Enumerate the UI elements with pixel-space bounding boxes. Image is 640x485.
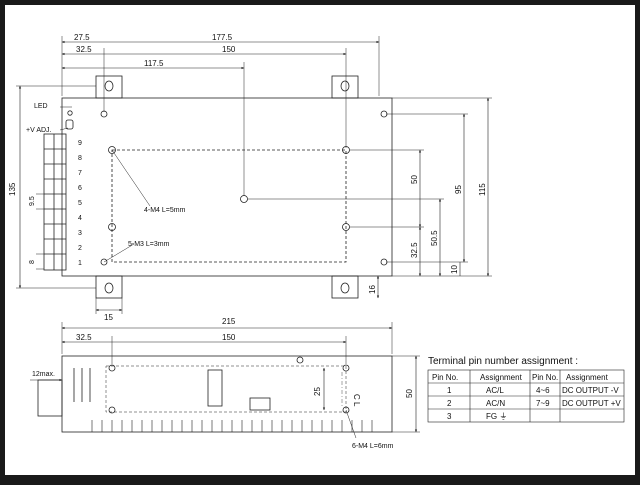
centerline-mark: C L <box>352 394 361 407</box>
terminal-number: 4 <box>78 215 82 222</box>
dim-117-5: 117.5 <box>144 59 164 68</box>
table-cell: AC/L <box>486 386 504 395</box>
terminal-number: 6 <box>78 185 82 192</box>
table-cell: 7~9 <box>536 399 550 408</box>
vadj-label: +V ADJ. <box>26 127 52 134</box>
screw-m4-label: 4-M4 L=5mm <box>144 207 186 214</box>
table-cell: FG ⏚ <box>486 412 507 421</box>
dim-150-side: 150 <box>222 333 236 342</box>
dim-10: 10 <box>450 265 459 274</box>
dim-50: 50 <box>410 175 419 184</box>
dim-32-5: 32.5 <box>76 45 92 54</box>
table-cell: DC OUTPUT -V <box>562 386 619 395</box>
terminal-number: 9 <box>78 140 82 147</box>
terminal-number: 5 <box>78 200 82 207</box>
dim-115: 115 <box>478 183 487 196</box>
table-cell: 3 <box>447 412 452 421</box>
table-cell: AC/N <box>486 399 505 408</box>
dim-16: 16 <box>368 285 377 294</box>
ear-top-left <box>95 75 123 99</box>
mounting-pattern <box>111 149 347 263</box>
pitch-8-label: 8 <box>29 260 36 264</box>
dim-25: 25 <box>313 387 322 396</box>
terminal-number: 8 <box>78 155 82 162</box>
table-header: Assignment <box>566 373 609 382</box>
terminal-number: 1 <box>78 260 82 267</box>
dim-50-side: 50 <box>405 389 414 398</box>
pitch-9-5-label: 9.5 <box>29 196 36 206</box>
table-header: Pin No. <box>532 373 558 382</box>
dim-135: 135 <box>8 182 17 196</box>
dim-12-max: 12max. <box>32 371 55 378</box>
side-view <box>30 322 420 439</box>
ear-top-right <box>331 75 359 99</box>
table-header: Assignment <box>480 373 523 382</box>
dim-32-5-right: 32.5 <box>410 242 419 258</box>
terminal-number: 3 <box>78 230 82 237</box>
dim-50-5: 50.5 <box>430 230 439 246</box>
ear-bottom-left <box>95 275 123 299</box>
table-title: Terminal pin number assignment : <box>428 356 578 367</box>
top-view <box>16 36 492 314</box>
dim-15: 15 <box>104 313 113 322</box>
dim-27-5: 27.5 <box>74 33 90 42</box>
ear-bottom-right <box>331 275 359 299</box>
dim-32-5-side: 32.5 <box>76 333 92 342</box>
terminal-number: 7 <box>78 170 82 177</box>
led-label: LED <box>34 103 48 110</box>
table-cell: 4~6 <box>536 386 550 395</box>
terminal-numbers: 9 8 7 6 5 4 3 2 1 <box>78 140 82 267</box>
dim-150: 150 <box>222 45 236 54</box>
table-cell: 2 <box>447 399 452 408</box>
dim-215: 215 <box>222 317 236 326</box>
screw-m4-side-label: 6-M4 L=6mm <box>352 443 394 450</box>
table-header: Pin No. <box>432 373 458 382</box>
terminal-number: 2 <box>78 245 82 252</box>
table-cell: DC OUTPUT +V <box>562 399 621 408</box>
terminal-table: Terminal pin number assignment : Pin No.… <box>427 356 625 423</box>
dim-177-5: 177.5 <box>212 33 233 42</box>
table-cell: 1 <box>447 386 452 395</box>
dim-95: 95 <box>454 185 463 194</box>
top-view-outline <box>61 97 393 277</box>
screw-m3-label: 5-M3 L=3mm <box>128 241 170 248</box>
